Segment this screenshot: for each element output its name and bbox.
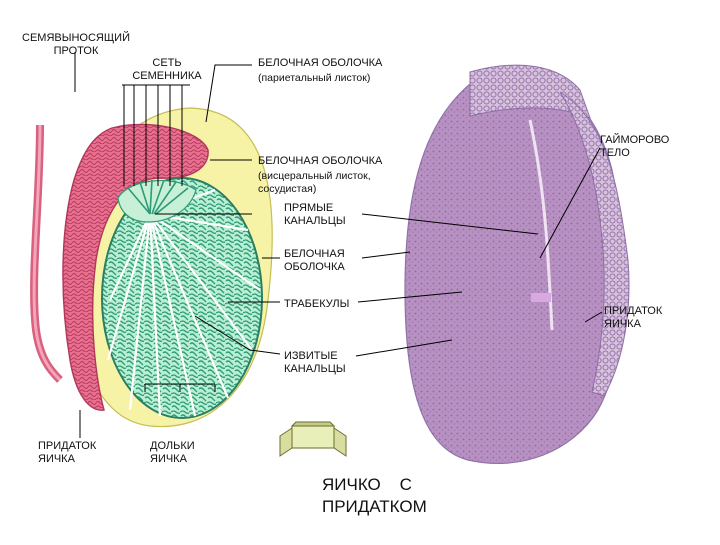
caption: ЯИЧКО С ПРИДАТКОМ bbox=[322, 475, 427, 516]
histology-epididymis bbox=[469, 64, 591, 119]
mediastinum-label: ГАЙМОРОВО ТЕЛО bbox=[600, 134, 670, 159]
epididymis-body bbox=[62, 123, 209, 411]
vas-deferens-label: СЕМЯВЫНОСЯЩИЙ ПРОТОК bbox=[22, 32, 130, 57]
straight-tubules-label: ПРЯМЫЕ КАНАЛЬЦЫ bbox=[284, 202, 346, 227]
mediastinum-mark bbox=[531, 293, 551, 302]
tunica-visceral-subtitle: (висцеральный листок, сосудистая) bbox=[258, 170, 371, 195]
convoluted-tubules-label: ИЗВИТЫЕ КАНАЛЬЦЫ bbox=[284, 350, 346, 375]
tunica-parietal-title: БЕЛОЧНАЯ ОБОЛОЧКА bbox=[258, 57, 383, 69]
tunica-albuginea-label: БЕЛОЧНАЯ ОБОЛОЧКА bbox=[284, 248, 345, 273]
straight-tubule-strands bbox=[127, 179, 189, 215]
trabeculae-label: ТРАБЕКУЛЫ bbox=[284, 298, 350, 310]
epididymis-right-label: ПРИДАТОК ЯИЧКА bbox=[604, 305, 663, 330]
septa-lines bbox=[106, 188, 261, 417]
tunica-parietal-subtitle: (париетальный листок) bbox=[258, 72, 371, 84]
tunica-visceral-title: БЕЛОЧНАЯ ОБОЛОЧКА bbox=[258, 155, 383, 167]
banner-icon bbox=[279, 421, 347, 457]
rete-testis-label: СЕТЬ СЕМЕННИКА bbox=[132, 57, 202, 82]
lobules-label: ДОЛЬКИ ЯИЧКА bbox=[150, 440, 195, 465]
epididymis-left-label: ПРИДАТОК ЯИЧКА bbox=[38, 440, 97, 465]
